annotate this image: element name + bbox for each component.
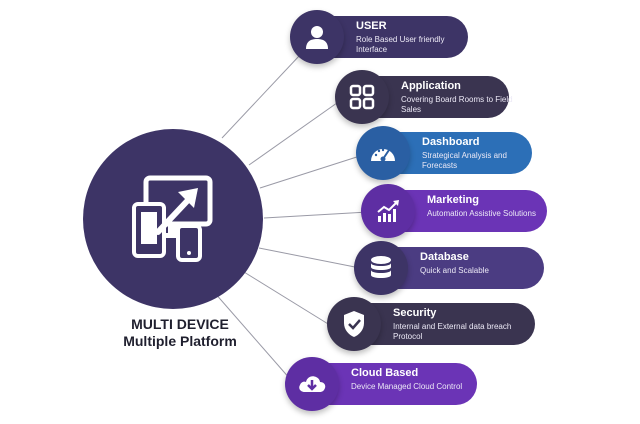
- item-desc: Covering Board Rooms to Field Sales: [401, 95, 513, 114]
- shield-check-icon: [327, 297, 381, 351]
- item-desc: Internal and External data breach Protoc…: [393, 322, 512, 341]
- item-title: Marketing: [427, 194, 479, 206]
- connector-line-application: [248, 97, 345, 166]
- item-title: Database: [420, 251, 469, 263]
- item-application: Application Covering Board Rooms to Fiel…: [335, 70, 513, 124]
- item-desc: Strategical Analysis and Forecasts: [422, 151, 507, 170]
- item-desc: Automation Assistive Solutions: [427, 209, 536, 218]
- item-user: USER Role Based User friendly Interface: [290, 10, 468, 64]
- database-icon: [354, 241, 408, 295]
- item-title: USER: [356, 20, 387, 32]
- hub-label-line2: Multiple Platform: [123, 333, 237, 349]
- connector-line-database: [258, 247, 361, 269]
- item-marketing: Marketing Automation Assistive Solutions: [361, 184, 547, 238]
- item-database: Database Quick and Scalable: [354, 241, 544, 295]
- multi-device-hub: [83, 129, 263, 309]
- item-title: Application: [401, 80, 461, 92]
- growth-chart-icon: [361, 184, 415, 238]
- item-title: Cloud Based: [351, 367, 419, 379]
- item-title: Security: [393, 307, 437, 319]
- connector-line-marketing: [263, 211, 369, 219]
- item-security: Security Internal and External data brea…: [327, 297, 535, 351]
- cloud-download-icon: [285, 357, 339, 411]
- connector-line-security: [243, 271, 334, 328]
- speedometer-icon: [356, 126, 410, 180]
- connector-line-dashboard: [259, 154, 364, 189]
- item-cloud-based: Cloud Based Device Managed Cloud Control: [285, 357, 477, 411]
- apps-grid-icon: [335, 70, 389, 124]
- item-dashboard: Dashboard Strategical Analysis and Forec…: [356, 126, 532, 180]
- connector-line-cloud: [213, 291, 292, 381]
- item-desc: Quick and Scalable: [420, 266, 489, 275]
- multi-device-icon: [132, 175, 213, 262]
- item-title: Dashboard: [422, 136, 480, 148]
- item-desc: Device Managed Cloud Control: [351, 382, 463, 391]
- hub-label-line1: MULTI DEVICE: [131, 316, 229, 332]
- hub-label: MULTI DEVICE Multiple Platform: [95, 316, 265, 350]
- item-desc: Role Based User friendly Interface: [356, 35, 445, 54]
- user-icon: [290, 10, 344, 64]
- connector-line-user: [221, 54, 301, 139]
